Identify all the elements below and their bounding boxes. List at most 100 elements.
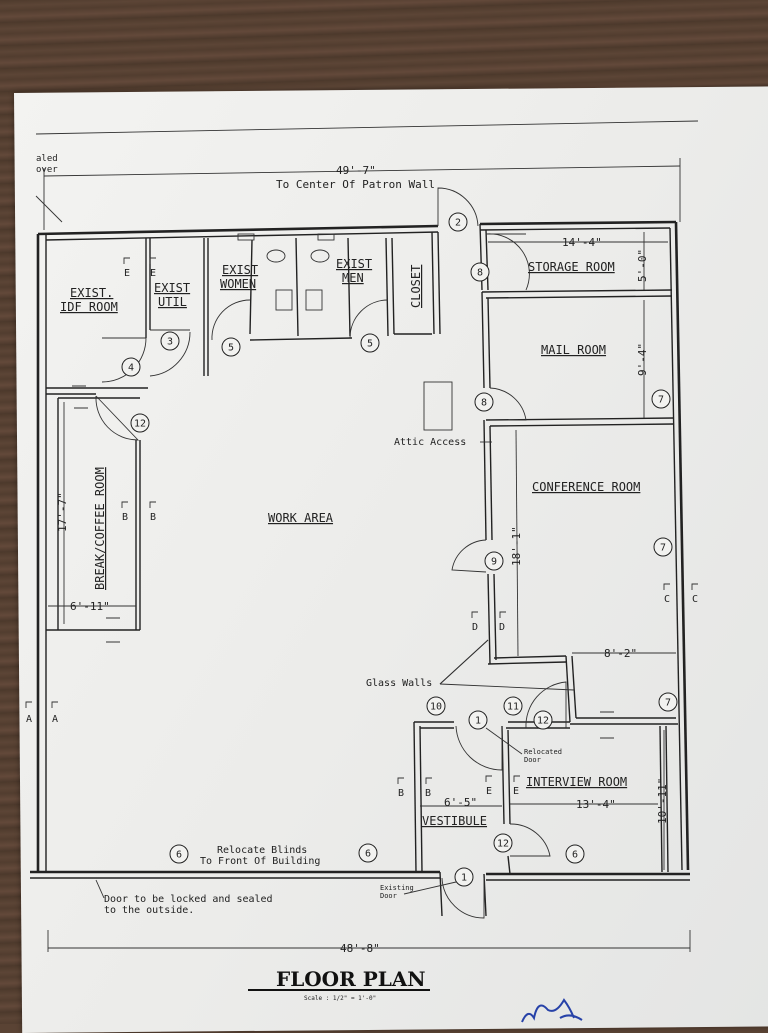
section-e-3: E [486,786,492,797]
room-women-line1: EXIST [222,263,258,277]
svg-text:6: 6 [365,849,371,860]
overall-bottom-dim: 48'-8" [340,942,380,955]
svg-text:4: 4 [128,363,134,374]
glass-leader-a [439,639,489,685]
note-relocate-blinds-1: Relocate Blinds [217,845,307,856]
keynote-2: 2 [448,212,468,232]
room-idf-line2: IDF ROOM [60,300,118,314]
section-d-2: D [499,622,505,633]
room-vestibule: VESTIBULE [422,814,487,828]
room-mail: MAIL ROOM [541,343,606,357]
keynote-11: 11 [503,696,523,716]
section-e-1: E [124,268,130,279]
keynote-12: 12 [130,413,150,433]
keynote-7: 7 [651,389,671,409]
section-c-1: C [664,594,670,605]
interior-walls [46,223,678,917]
room-util-line2: UTIL [158,295,187,309]
keynote-6: 6 [169,844,189,864]
keynote-12: 12 [493,833,513,853]
svg-text:7: 7 [665,698,671,709]
dim-interview-width: 13'-4" [576,798,616,811]
svg-text:1: 1 [461,873,467,884]
exterior-walls [30,220,690,881]
note-door-locked-1: Door to be locked and sealed [104,894,273,905]
sheet-border-line [35,120,699,135]
svg-text:5: 5 [367,339,373,350]
dim-conference-depth: 18'-1" [510,526,523,566]
section-e-4: E [513,786,519,797]
keynote-7: 7 [653,537,673,557]
keynote-3: 3 [160,331,180,351]
dim-storage-depth: 5'-0" [636,249,649,282]
section-b-4: B [425,788,431,799]
room-women-line2: WOMEN [220,277,256,291]
signature [521,998,583,1023]
keynote-7: 7 [658,692,678,712]
section-d-1: D [472,622,478,633]
corner-leader [35,195,63,223]
svg-text:3: 3 [167,337,173,348]
keynote-8: 8 [474,392,494,412]
section-a-right: A [52,714,58,725]
note-attic-access: Attic Access [394,437,466,448]
dim-mail-depth: 9'-4" [636,343,649,376]
dim-storage-width: 14'-4" [562,236,602,249]
svg-text:10: 10 [430,702,442,713]
note-relocated-door-2: Door [524,756,541,764]
section-c-2: C [692,594,698,605]
keynote-8: 8 [470,262,490,282]
section-e-2: E [150,268,156,279]
keynote-6: 6 [565,844,585,864]
title-scale: Scale : 1/2" = 1'-0" [304,995,376,1002]
existing-door-leader [403,881,457,895]
dim-break-width: 6'-11" [70,600,110,613]
svg-text:9: 9 [491,557,497,568]
relocated-leader [485,727,523,755]
overall-top-dim: 49'-7" [336,164,376,177]
svg-text:8: 8 [477,268,483,279]
section-a-left: A [26,714,32,725]
note-glass-walls: Glass Walls [366,678,432,689]
overall-top-dim-line [43,165,681,177]
room-men-line1: EXIST [336,257,372,271]
room-closet: CLOSET [409,265,423,308]
svg-text:5: 5 [228,343,234,354]
keynote-4: 4 [121,357,141,377]
note-door-locked-2: to the outside. [104,905,194,916]
room-break-coffee: BREAK/COFFEE ROOM [93,467,107,590]
svg-text:6: 6 [176,850,182,861]
svg-text:12: 12 [537,716,549,727]
note-relocated-door-1: Relocated [524,748,562,756]
keynote-1: 1 [468,710,488,730]
svg-text:6: 6 [572,850,578,861]
dim-break-depth: 17'-7" [56,492,69,532]
svg-text:12: 12 [134,419,146,430]
room-conference: CONFERENCE ROOM [532,480,640,494]
attic-hatch [423,381,453,431]
glass-leader-b [439,683,575,691]
section-b-1: B [122,512,128,523]
svg-text:7: 7 [658,395,664,406]
room-util-line1: EXIST [154,281,190,295]
dimension-lines [47,232,691,952]
room-storage: STORAGE ROOM [528,260,615,274]
keynote-5: 5 [360,333,380,353]
dim-conference-width: 8'-2" [604,647,637,660]
keynote-12: 12 [533,710,553,730]
note-existing-door-1: Existing [380,884,414,892]
svg-text:11: 11 [507,702,519,713]
door-swings [95,187,567,919]
corner-note-line2: over [36,165,58,175]
room-interview: INTERVIEW ROOM [526,775,627,789]
section-b-3: B [398,788,404,799]
note-existing-door-2: Door [380,892,397,900]
keynote-5: 5 [221,337,241,357]
restroom-fixtures [237,233,453,431]
note-relocate-blinds-2: To Front Of Building [200,856,320,867]
svg-text:2: 2 [455,218,461,229]
svg-text:7: 7 [660,543,666,554]
section-markers: A A B B B B C C D D E E E E [25,257,698,799]
